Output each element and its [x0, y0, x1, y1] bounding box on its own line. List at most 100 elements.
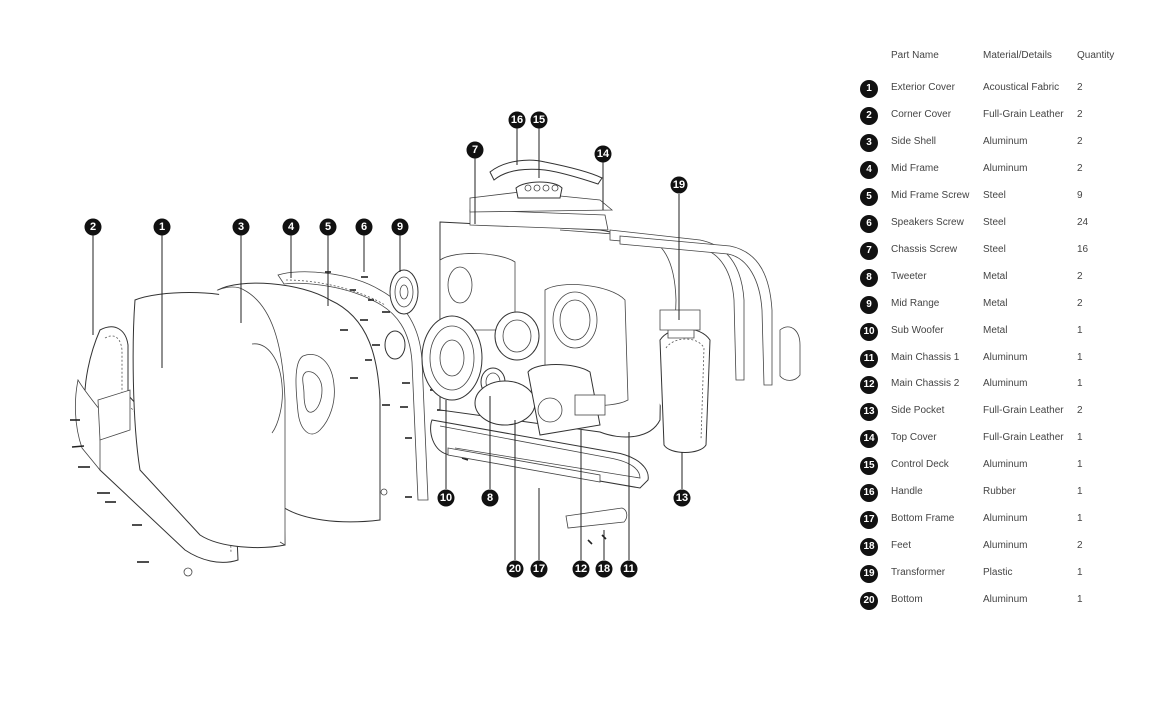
part-name-cell: Side Shell: [891, 135, 937, 147]
quantity-cell: 2: [1077, 135, 1083, 147]
part-name-cell: Mid Range: [891, 297, 940, 309]
quantity-cell: 2: [1077, 82, 1083, 93]
part-number-badge: 17: [860, 511, 878, 530]
part-name-cell: Tweeter: [891, 270, 927, 282]
side-shell-part: [216, 282, 388, 546]
callout-4: 4: [282, 218, 300, 236]
svg-text:6: 6: [361, 221, 367, 233]
callout-13: 13: [673, 489, 691, 507]
svg-text:15: 15: [533, 114, 545, 126]
handle-part: [489, 159, 603, 185]
quantity-cell: 1: [1077, 486, 1083, 498]
part-name-cell: Corner Cover: [891, 108, 952, 120]
part-name-cell: Main Chassis 2: [891, 378, 960, 390]
part-number-badge: 11: [860, 349, 878, 368]
mid-frame-part: [277, 271, 429, 501]
part-number-badge: 3: [860, 133, 878, 152]
material-cell: Metal: [983, 270, 1008, 282]
callout-6: 6: [355, 218, 373, 236]
header-part-name: Part Name: [891, 50, 939, 61]
material-cell: Plastic: [983, 567, 1013, 579]
part-name-cell: Feet: [891, 540, 912, 552]
material-cell: Acoustical Fabric: [983, 82, 1060, 93]
part-number-badge: 18: [860, 538, 878, 557]
svg-text:3: 3: [238, 221, 244, 233]
svg-text:10: 10: [440, 492, 452, 504]
sub-woofer-part: [421, 315, 483, 401]
part-name-cell: Side Pocket: [891, 405, 945, 417]
svg-text:2: 2: [90, 221, 96, 233]
material-cell: Rubber: [983, 486, 1016, 498]
table-row: 3 Side Shell Aluminum 2: [860, 133, 1150, 154]
part-number-badge: 15: [860, 457, 878, 476]
part-name-cell: Mid Frame Screw: [891, 189, 970, 201]
screws-group: [325, 271, 607, 545]
callout-16: 16: [508, 111, 526, 129]
svg-text:18: 18: [598, 563, 610, 575]
svg-text:20: 20: [509, 563, 521, 575]
svg-text:19: 19: [673, 179, 685, 191]
part-number-badge: 12: [860, 376, 878, 395]
part-number-badge: 5: [860, 187, 878, 206]
callout-19: 19: [670, 176, 688, 194]
leader-lines: [92, 128, 683, 560]
svg-text:9: 9: [397, 221, 403, 233]
svg-text:16: 16: [511, 114, 523, 126]
quantity-cell: 2: [1077, 162, 1083, 174]
part-number-badge: 6: [860, 214, 878, 233]
material-cell: Aluminum: [983, 378, 1028, 390]
quantity-cell: 16: [1077, 243, 1089, 255]
quantity-cell: 1: [1077, 594, 1083, 606]
quantity-cell: 1: [1077, 351, 1083, 363]
quantity-cell: 1: [1077, 567, 1083, 579]
part-number-badge: 19: [860, 565, 878, 584]
material-cell: Aluminum: [983, 135, 1028, 147]
svg-text:11: 11: [623, 563, 635, 575]
callout-17: 17: [530, 560, 548, 578]
header-quantity: Quantity: [1077, 50, 1115, 61]
material-cell: Full-Grain Leather: [983, 108, 1064, 120]
part-name-cell: Chassis Screw: [891, 243, 958, 255]
svg-text:12: 12: [575, 563, 587, 575]
callout-11: 11: [620, 560, 638, 578]
part-number-badge: 2: [860, 106, 878, 125]
transformer-part: [659, 309, 701, 331]
quantity-cell: 9: [1077, 189, 1083, 201]
top-cover-part: [469, 191, 614, 213]
material-cell: Steel: [983, 216, 1006, 228]
svg-text:1: 1: [159, 221, 165, 233]
quantity-cell: 1: [1077, 459, 1083, 471]
quantity-cell: 2: [1077, 297, 1083, 309]
part-name-cell: Sub Woofer: [891, 324, 944, 336]
control-deck-part: [515, 181, 563, 199]
quantity-cell: 1: [1077, 432, 1083, 444]
svg-text:13: 13: [676, 492, 688, 504]
header-material: Material/Details: [983, 50, 1052, 61]
part-number-badge: 13: [860, 403, 878, 422]
svg-text:7: 7: [472, 144, 478, 156]
callout-14: 14: [594, 145, 612, 163]
callout-15: 15: [530, 111, 548, 129]
part-number-badge: 14: [860, 430, 878, 449]
callout-8: 8: [481, 489, 499, 507]
part-number-badge: 16: [860, 484, 878, 503]
part-name-cell: Mid Frame: [891, 162, 939, 174]
svg-text:17: 17: [533, 563, 545, 575]
tweeter-part: [474, 311, 540, 426]
callout-18: 18: [595, 560, 613, 578]
part-name-cell: Exterior Cover: [891, 82, 955, 93]
material-cell: Aluminum: [983, 594, 1028, 606]
callout-1: 1: [153, 218, 171, 236]
